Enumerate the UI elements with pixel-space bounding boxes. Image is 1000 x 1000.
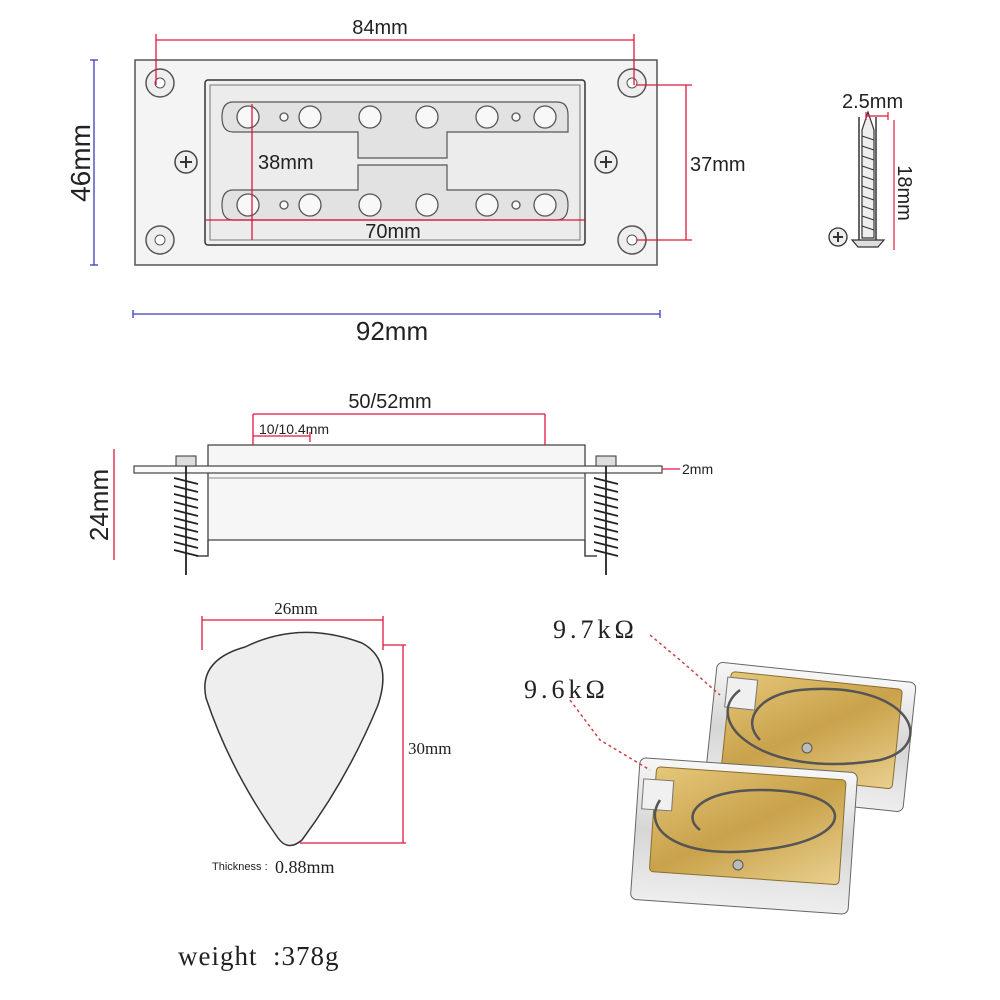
weight-label: weight :378g xyxy=(178,941,340,971)
dimension-label-70mm: 70mm xyxy=(365,221,421,243)
neck-resistance-label: 9.7kΩ xyxy=(553,615,638,644)
mounting-hole-icon xyxy=(617,68,647,98)
pick-thickness-label: Thickness : xyxy=(212,861,268,873)
phillips-screw-icon xyxy=(594,150,618,174)
dimension-label-37mm: 37mm xyxy=(690,154,746,176)
dimension-37mm xyxy=(636,84,692,241)
pick-thickness-value: 0.88mm xyxy=(275,857,335,877)
dimension-label-10-10-4mm: 10/10.4mm xyxy=(259,421,329,437)
mounting-hole-icon xyxy=(145,68,175,98)
mounting-hole-icon xyxy=(145,225,175,255)
pickup-side-view xyxy=(113,413,680,575)
dimension-label-26mm: 26mm xyxy=(274,599,317,618)
dimension-label-92mm: 92mm xyxy=(356,316,428,346)
pickup-pair-illustration xyxy=(569,634,917,915)
dimension-84mm xyxy=(155,34,635,85)
dimension-label-38mm: 38mm xyxy=(258,152,314,174)
dimension-label-2mm: 2mm xyxy=(682,461,713,477)
screw-head-icon xyxy=(828,227,848,247)
dimension-label-18mm: 18mm xyxy=(893,165,915,221)
dimension-label-50-52mm: 50/52mm xyxy=(348,391,431,413)
spring-icon xyxy=(593,460,619,575)
dimension-label-84mm: 84mm xyxy=(352,17,408,39)
lead-wires xyxy=(653,687,912,854)
bridge-resistance-label: 9.6kΩ xyxy=(524,675,609,704)
dimension-label-2-5mm: 2.5mm xyxy=(842,91,903,113)
phillips-screw-icon xyxy=(174,150,198,174)
dimension-46mm xyxy=(90,59,98,266)
dimension-label-30mm: 30mm xyxy=(408,739,451,758)
pole-piece-row-bottom xyxy=(236,193,557,217)
twisted-lead-wire xyxy=(569,634,721,771)
dimension-label-24mm: 24mm xyxy=(84,469,114,541)
bridge-pickup xyxy=(630,757,858,915)
dimension-92mm xyxy=(132,310,661,318)
pole-piece-row-top xyxy=(236,105,557,129)
spring-icon xyxy=(173,460,199,575)
guitar-pick-drawing xyxy=(201,616,406,847)
mounting-screw-drawing xyxy=(828,110,895,250)
dimension-label-46mm: 46mm xyxy=(65,124,96,202)
mounting-ring-top-view: 84mm 46mm 38mm 37mm 70mm xyxy=(65,17,746,346)
